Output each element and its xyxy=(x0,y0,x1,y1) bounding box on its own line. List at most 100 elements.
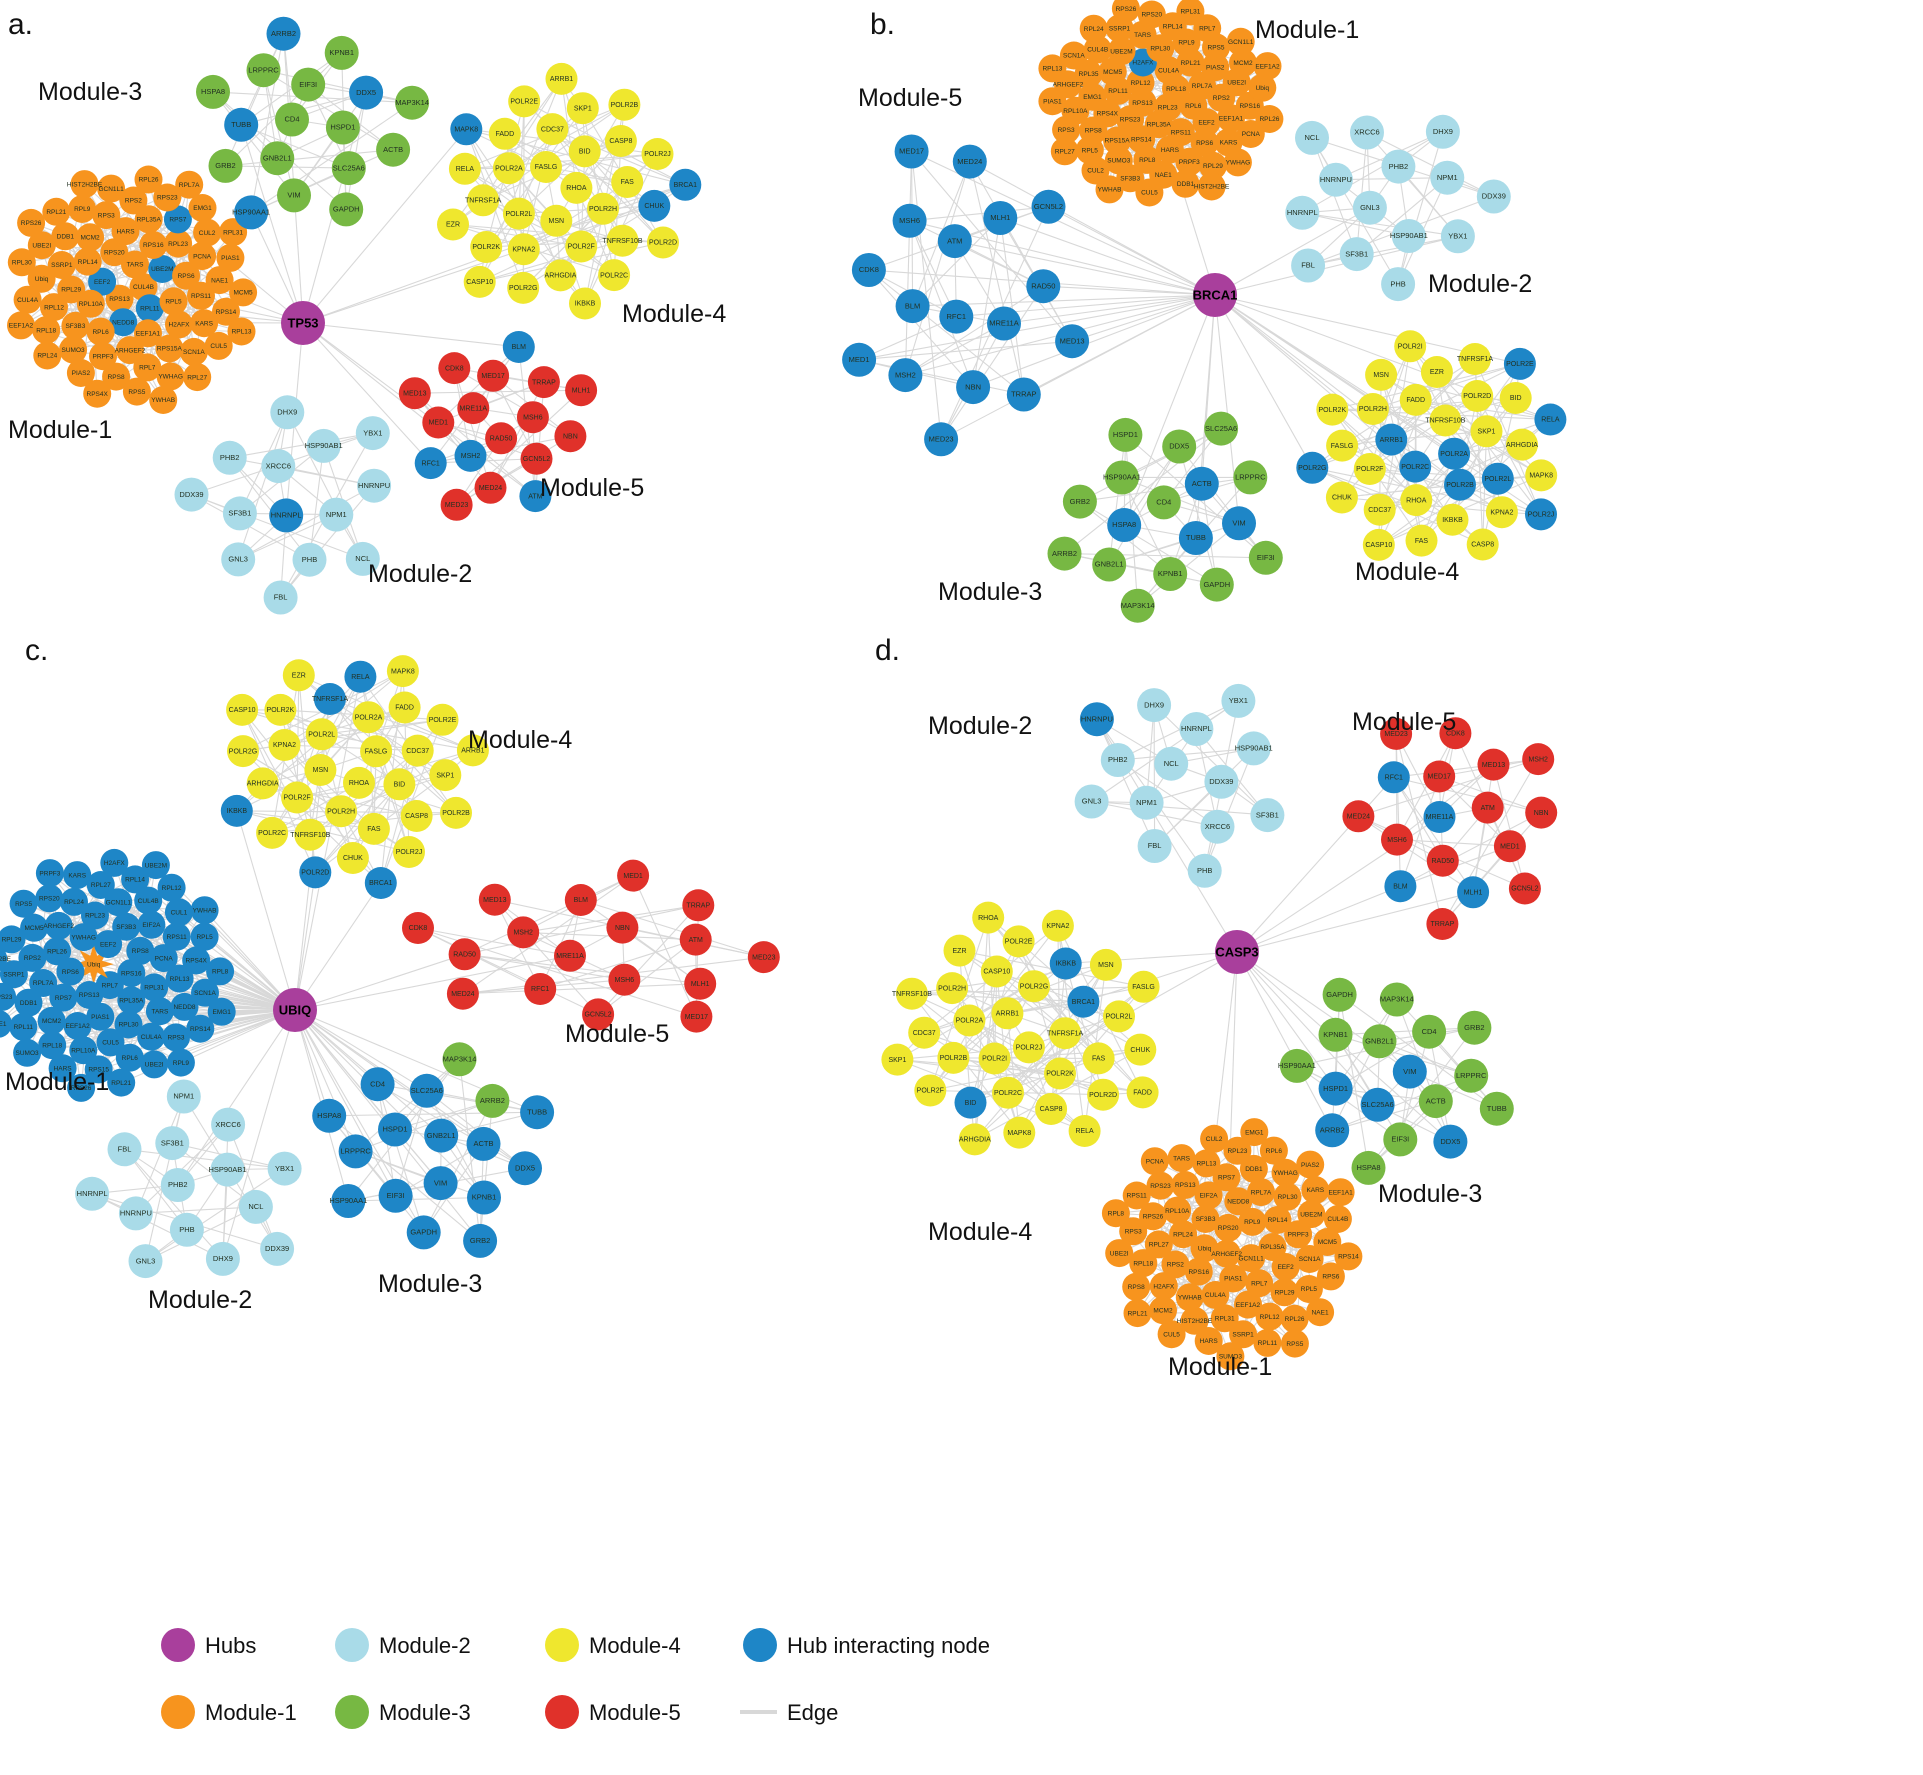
edge xyxy=(229,457,375,487)
panel-letter: d. xyxy=(875,634,900,667)
node-label: RPL18 xyxy=(1166,86,1186,93)
node-gnl3 xyxy=(1074,784,1109,819)
hub-edge xyxy=(302,322,432,464)
node-label: GRB2 xyxy=(470,1236,490,1245)
node-label: POLR2K xyxy=(267,707,295,714)
node-rps15 xyxy=(84,1055,113,1084)
node-label: GNB2L1 xyxy=(263,153,292,162)
edge xyxy=(909,220,974,388)
node-cul2 xyxy=(1200,1124,1229,1153)
hub-node-brca1 xyxy=(1193,273,1237,317)
node-label: RELA xyxy=(1075,1128,1094,1135)
node-cul4a xyxy=(137,1022,166,1051)
node-label: IKBKB xyxy=(1055,961,1076,968)
node-atm xyxy=(937,224,972,259)
node-label: RPL24 xyxy=(1084,26,1104,33)
edge xyxy=(348,1196,485,1202)
node-label: EEF1A2 xyxy=(65,1023,90,1030)
node-polr2h xyxy=(936,972,969,1005)
node-label: GAPDH xyxy=(333,205,360,214)
node-label: CUL4A xyxy=(17,297,39,304)
node-label: NPM1 xyxy=(173,1092,194,1101)
node-label: KPNA2 xyxy=(512,246,535,253)
node-atm xyxy=(1471,791,1504,824)
node-label: PRPF3 xyxy=(39,870,60,877)
node-label: SF3B3 xyxy=(65,323,85,330)
node-label: SLC25A6 xyxy=(1362,1100,1394,1109)
node-label: PCNA xyxy=(1242,131,1261,138)
node-rpl31 xyxy=(140,973,169,1002)
node-h2afx xyxy=(100,848,129,877)
node-dhx9 xyxy=(1137,688,1172,723)
node-ywhag xyxy=(69,923,98,952)
node-ywhab xyxy=(149,386,178,414)
node-mcm5 xyxy=(229,278,258,307)
node-ikbkb xyxy=(220,794,253,827)
node-rpl11 xyxy=(9,1012,38,1041)
node-tubb xyxy=(520,1095,555,1130)
edge xyxy=(1006,1013,1020,1133)
edge xyxy=(284,744,418,752)
node-ybx1 xyxy=(1440,219,1475,254)
node-label: EZR xyxy=(446,222,460,229)
node-arrb1 xyxy=(545,62,578,95)
hub-edge xyxy=(1214,294,1240,524)
node-mlh1 xyxy=(565,374,598,407)
node-ezr xyxy=(437,208,469,241)
node-layer xyxy=(881,683,1558,1371)
node-ssrp1 xyxy=(1229,1320,1258,1349)
node-fas xyxy=(357,812,390,845)
node-label: YBX1 xyxy=(363,428,382,437)
node-label: RPS2 xyxy=(1167,1262,1184,1269)
node-grb2 xyxy=(1457,1010,1492,1045)
node-label: RPS26 xyxy=(1143,1214,1164,1221)
node-label: GCN5L2 xyxy=(584,1012,611,1019)
node-cul4b xyxy=(129,273,158,301)
node-arrb1 xyxy=(991,997,1024,1030)
node-ywhag xyxy=(156,362,185,391)
node-hsp90aa1 xyxy=(331,1184,366,1218)
edge xyxy=(1369,395,1478,470)
hub-edge xyxy=(294,1009,397,1197)
node-ddb1 xyxy=(1171,169,1200,198)
module-label: Module-5 xyxy=(858,84,962,112)
node-rps3 xyxy=(92,201,121,230)
node-label: MLH1 xyxy=(572,387,591,394)
node-mre11a xyxy=(554,939,586,972)
edge xyxy=(191,494,310,561)
node-label: RPS26 xyxy=(21,220,42,227)
node-label: CUL2 xyxy=(1206,1136,1223,1143)
node-casp8 xyxy=(1035,1093,1068,1125)
node-rpl7 xyxy=(133,353,162,382)
node-tubb xyxy=(224,107,259,142)
node-label: ARHGEF2 xyxy=(1053,82,1084,89)
node-cdc37 xyxy=(1363,493,1396,526)
node-label: DDX39 xyxy=(1482,192,1506,201)
node-label: DDB1 xyxy=(20,1000,38,1007)
node-label: DHX9 xyxy=(1433,127,1453,136)
node-rps23 xyxy=(153,183,182,212)
node-bid xyxy=(383,768,416,801)
node-label: SF3B1 xyxy=(228,509,251,518)
node-skp1 xyxy=(429,759,462,792)
node-eif2a xyxy=(1194,1181,1223,1210)
node-npm1 xyxy=(166,1079,201,1114)
node-label: RPS26 xyxy=(71,1085,92,1092)
node-label: POLR2B xyxy=(442,810,470,817)
node-label: HIST2H2BE xyxy=(1194,184,1230,191)
node-label: CASP8 xyxy=(1040,1106,1063,1113)
node-rhoa xyxy=(1400,484,1433,517)
node-label: POLR2C xyxy=(1401,464,1429,471)
node-hnrnpu xyxy=(1079,702,1114,737)
node-rpl23 xyxy=(1223,1136,1252,1165)
node-rpl10a xyxy=(1163,1196,1192,1225)
node-polr2l xyxy=(1481,462,1514,495)
node-rps23 xyxy=(1146,1171,1175,1200)
node-sf3b3 xyxy=(112,912,141,941)
legend-swatch-module3 xyxy=(335,1695,369,1729)
node-label: RPS5 xyxy=(1286,1341,1303,1348)
node-label: CDK8 xyxy=(409,925,428,932)
node-label: EEF1A2 xyxy=(1255,63,1280,70)
edge xyxy=(1096,718,1156,847)
node-rad50 xyxy=(1426,844,1459,877)
